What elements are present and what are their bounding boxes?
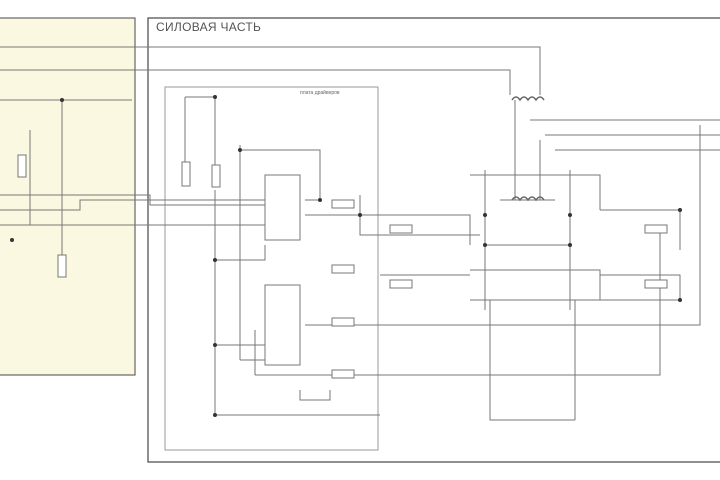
chip-driver-1 [264,174,301,241]
section-title: СИЛОВАЯ ЧАСТЬ [156,20,262,34]
resistor [331,199,355,209]
power-section-frame [147,17,720,463]
resistor [181,161,191,187]
resistor [331,369,355,379]
resistor [389,279,413,289]
resistor [57,254,67,278]
junction-dots [10,95,682,417]
inductors [511,96,545,202]
components [17,154,668,379]
resistor [331,317,355,327]
resistor [211,164,221,188]
resistor [644,224,668,234]
resistor [331,264,355,274]
chip-driver-2 [264,284,301,366]
resistor [17,154,27,178]
resistor [389,224,413,234]
driver-board-label: плата драйверов [300,90,340,96]
driver-board-frame [164,86,379,451]
control-section-panel [0,17,136,376]
resistor [644,279,668,289]
